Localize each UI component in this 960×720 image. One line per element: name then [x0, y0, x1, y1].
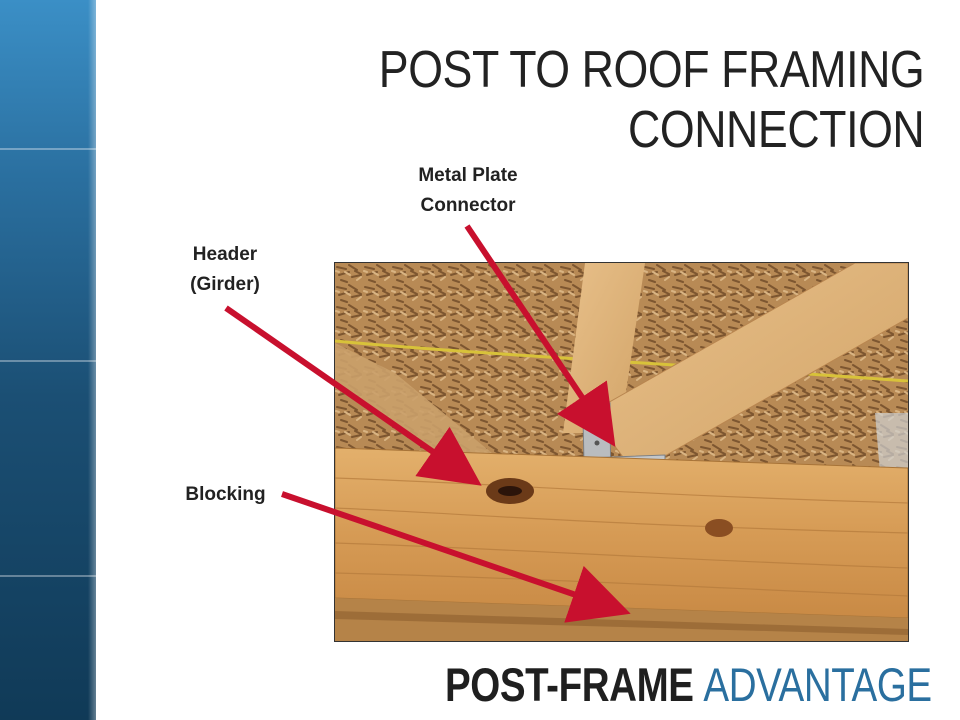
framing-photo: [334, 262, 909, 642]
framing-photo-drawing: [335, 263, 908, 641]
blocking-edge: [335, 611, 908, 635]
logo-part-advantage: ADVANTAGE: [703, 658, 932, 711]
slide-title: POST TO ROOF FRAMING CONNECTION: [378, 40, 925, 160]
right-plate: [875, 413, 908, 473]
band-divider: [0, 360, 96, 362]
header-girder-label: Header (Girder): [160, 240, 290, 300]
header-label-line-1: Header: [192, 244, 258, 265]
slide-title-line-2: CONNECTION: [627, 101, 925, 159]
slide-title-line-1: POST TO ROOF FRAMING: [378, 41, 925, 99]
metal-plate-label-line-2: Connector: [420, 195, 516, 216]
metal-plate-label-line-1: Metal Plate: [418, 165, 518, 186]
metal-plate-connector-label: Metal Plate Connector: [398, 161, 538, 221]
band-divider: [0, 148, 96, 150]
logo-part-post-frame: POST-FRAME: [445, 658, 694, 711]
blocking-label: Blocking: [168, 480, 283, 510]
band-divider: [0, 575, 96, 577]
wood-knot-center: [498, 486, 522, 496]
blocking-label-text: Blocking: [185, 484, 266, 505]
decorative-side-band: [0, 0, 96, 720]
header-label-line-2: (Girder): [190, 274, 260, 295]
wood-knot: [705, 519, 733, 537]
